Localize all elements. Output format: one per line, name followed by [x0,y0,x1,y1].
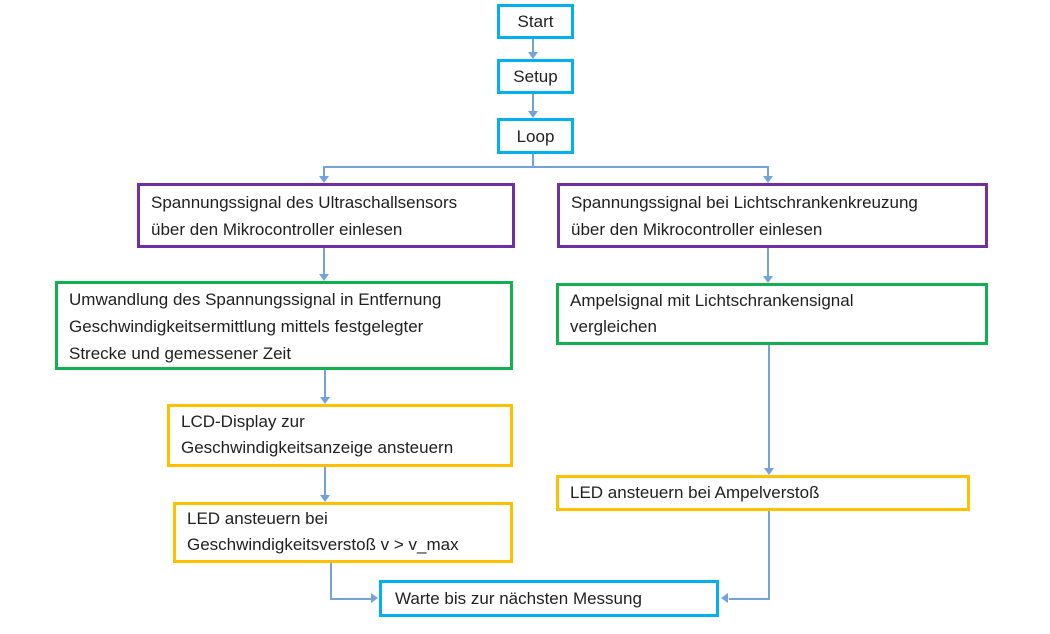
node-setup: Setup [497,59,574,94]
arrowhead-start-setup [528,52,538,59]
node-led-speed: LED ansteuern bei Geschwindigkeitsversto… [173,502,513,563]
connector-ledampel-wait-horizontal [729,598,770,600]
node-read-ultrasonic: Spannungssignal des Ultraschallsensors ü… [137,183,515,248]
connector-led-wait-left-horizontal [330,598,372,600]
arrowhead-lcd-led [320,495,330,502]
connector-ultrasonic-convert [323,248,325,275]
arrowhead-led-wait-left [371,593,378,603]
arrowhead-compare-ledampel [764,468,774,475]
node-lcd-display: LCD-Display zur Geschwindigkeitsanzeige … [167,404,513,467]
arrowhead-setup-loop [528,111,538,118]
arrowhead-ledampel-wait [721,593,728,603]
connector-branch-horizontal [323,166,769,168]
node-led-ampel: LED ansteuern bei Ampelverstoß [556,475,970,511]
node-read-lightbarrier: Spannungssignal bei Lichtschrankenkreuzu… [557,183,988,248]
arrowhead-lightbarrier-compare [763,276,773,283]
connector-loop-branch-stem [532,154,534,168]
connector-branch-left [323,166,325,177]
node-convert-signal: Umwandlung des Spannungssignal in Entfer… [55,281,513,370]
node-compare-signal: Ampelsignal mit Lichtschrankensignal ver… [556,283,988,345]
connector-ledampel-wait-vertical [768,511,770,600]
arrowhead-ultrasonic-convert [319,274,329,281]
arrowhead-branch-left [319,176,329,183]
connector-compare-ledampel [768,345,770,469]
arrowhead-branch-right [763,176,773,183]
node-loop: Loop [497,118,574,154]
arrowhead-convert-lcd [320,397,330,404]
connector-branch-right [767,166,769,177]
connector-lcd-led [324,467,326,496]
connector-convert-lcd [324,370,326,398]
node-start: Start [497,4,574,39]
connector-led-wait-left-vertical [330,563,332,600]
node-wait: Warte bis zur nächsten Messung [379,580,719,617]
connector-setup-loop [532,94,534,112]
connector-lightbarrier-compare [767,248,769,277]
connector-start-setup [532,39,534,53]
